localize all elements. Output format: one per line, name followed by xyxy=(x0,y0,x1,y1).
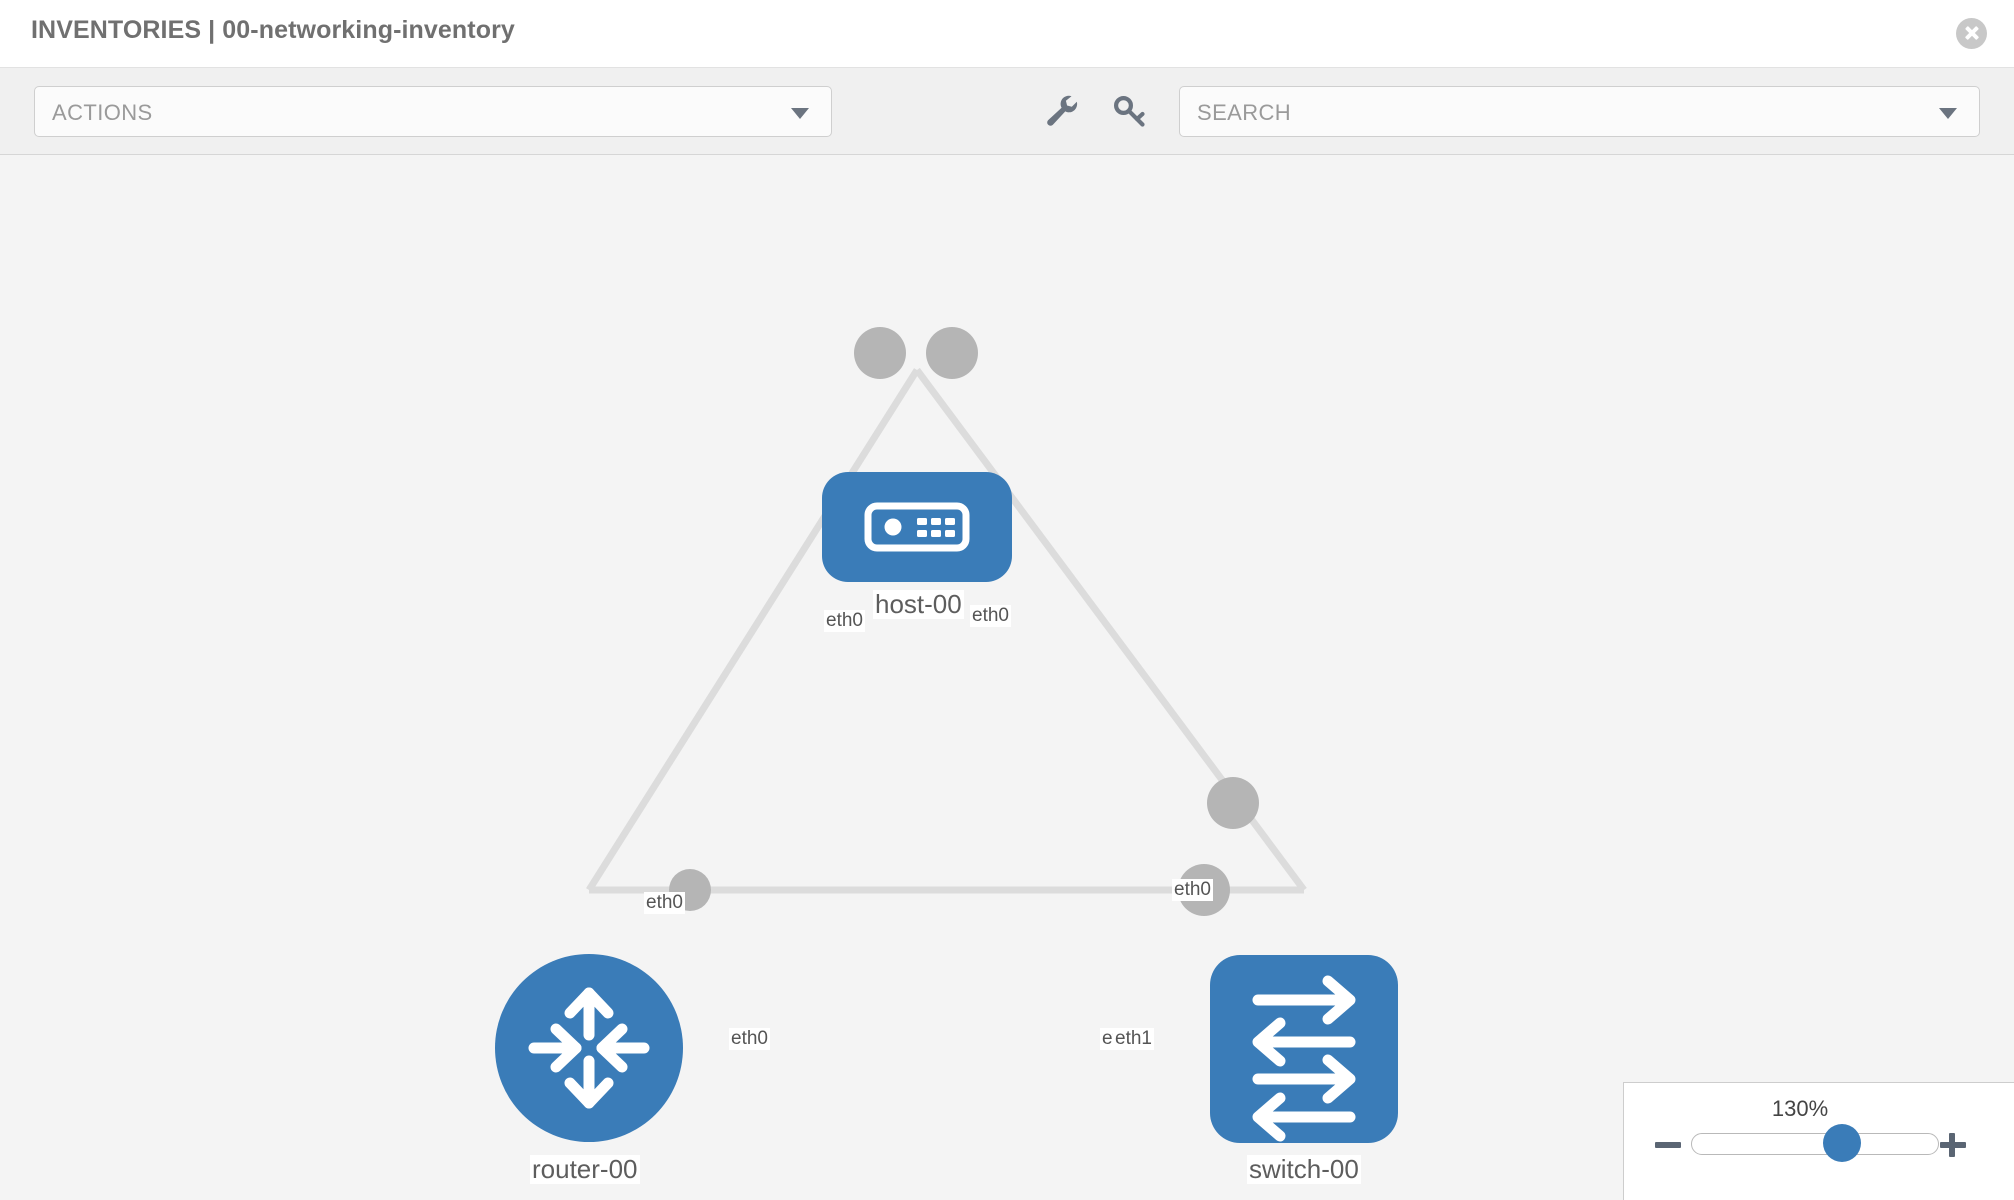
iface-label-router-to-host: eth0 xyxy=(644,892,685,914)
node-host-00 xyxy=(822,472,1012,582)
search-input[interactable]: SEARCH xyxy=(1179,86,1980,137)
node-label-router-00: router-00 xyxy=(530,1154,640,1184)
server-appliance-icon xyxy=(864,502,970,552)
zoom-level-value: 130% xyxy=(1771,1096,1829,1121)
node-label-switch-00: switch-00 xyxy=(1247,1154,1361,1184)
iface-label-switch-to-host: eth0 xyxy=(1172,879,1213,901)
iface-label-host-to-router: eth0 xyxy=(824,610,865,632)
iface-label-router-to-switch: eth0 xyxy=(729,1028,770,1050)
chevron-down-icon xyxy=(1939,108,1957,119)
connector-host-left xyxy=(854,327,906,379)
four-arrows-inward-icon xyxy=(528,987,650,1109)
page-title: INVENTORIES | 00-networking-inventory xyxy=(31,16,515,44)
bidirectional-arrows-icon xyxy=(1252,975,1356,1142)
topology-canvas[interactable]: host-00 router-00 switch-00 eth0 eth0 et… xyxy=(0,155,2014,1200)
link-host-router xyxy=(586,368,920,892)
topology-links xyxy=(586,367,1307,894)
actions-dropdown[interactable]: ACTIONS xyxy=(34,86,832,137)
iface-label-host-to-switch: eth0 xyxy=(970,605,1011,627)
topology-graph xyxy=(495,327,1398,1143)
toolbar: ACTIONS SEARCH xyxy=(0,68,2014,155)
key-icon[interactable] xyxy=(1108,90,1150,132)
close-icon[interactable] xyxy=(1956,18,1987,49)
actions-dropdown-label: ACTIONS xyxy=(52,100,153,125)
zoom-out-button[interactable] xyxy=(1654,1131,1682,1159)
connector-switch-top xyxy=(1207,777,1259,829)
iface-label-switch-to-router-eth1: eth1 xyxy=(1113,1028,1154,1050)
page-header: INVENTORIES | 00-networking-inventory xyxy=(0,0,2014,68)
plus-icon-vertical xyxy=(1949,1133,1955,1157)
chevron-down-icon xyxy=(791,108,809,119)
zoom-slider-track[interactable] xyxy=(1691,1133,1939,1155)
connector-host-right xyxy=(926,327,978,379)
minus-icon xyxy=(1655,1142,1681,1148)
zoom-in-button[interactable] xyxy=(1939,1131,1967,1159)
node-switch-00 xyxy=(1210,955,1398,1143)
node-label-host-00: host-00 xyxy=(873,589,964,619)
zoom-slider-handle[interactable] xyxy=(1823,1124,1862,1162)
node-router-00 xyxy=(495,954,683,1142)
search-placeholder: SEARCH xyxy=(1197,100,1292,125)
wrench-icon[interactable] xyxy=(1041,90,1083,132)
zoom-control-panel: 130% xyxy=(1623,1082,2014,1200)
